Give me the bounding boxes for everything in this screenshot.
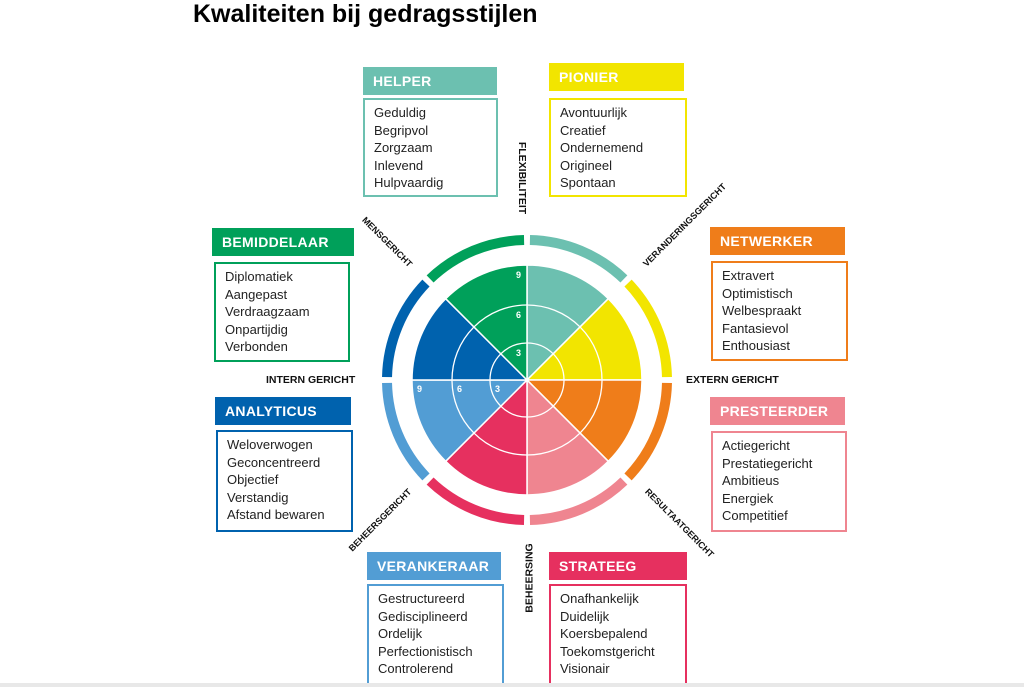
page-title: Kwaliteiten bij gedragsstijlen (193, 0, 538, 28)
quality-item: Afstand bewaren (227, 507, 325, 522)
axis-label-top: FLEXIBILITEIT (516, 141, 529, 215)
style-header-helper: HELPER (363, 67, 497, 95)
outer-ring-arc-strateeg (426, 477, 525, 525)
scale-label-horizontal: 3 (495, 384, 500, 394)
quality-item: Ordelijk (378, 626, 423, 641)
quality-item: Hulpvaardig (374, 175, 444, 190)
outer-ring-arc-netwerker (624, 382, 672, 481)
style-header-pionier: PIONIER (549, 63, 684, 91)
quality-item: Begripvol (374, 122, 429, 138)
wheel-segment-strateeg (444, 378, 528, 496)
wheel-segment-bemiddelaar (444, 264, 528, 382)
axis-label-left: INTERN GERICHT (266, 374, 356, 386)
quality-item: Inlevend (374, 157, 424, 173)
outer-ring-arc-bemiddelaar (426, 235, 525, 283)
axis-label-right: EXTERN GERICHT (686, 374, 779, 386)
style-header-analyticus: ANALYTICUS (215, 397, 351, 425)
wheel-segment-pionier (525, 297, 643, 381)
scale-label-horizontal: 9 (417, 384, 422, 394)
wheel-segment-netwerker (525, 379, 643, 463)
quality-item: Controlerend (378, 661, 454, 676)
scale-label-vertical: 6 (516, 310, 521, 320)
style-header-bemiddelaar: BEMIDDELAAR (212, 228, 354, 256)
scale-circle (489, 342, 565, 418)
scale-label-horizontal: 6 (457, 384, 462, 394)
quality-item: Ondernemend (560, 140, 644, 155)
quality-item: Enthousiast (722, 338, 790, 353)
quality-item: Visionair (560, 661, 610, 676)
bottom-scrollbar-area (0, 683, 1024, 687)
quality-item: Objectief (227, 472, 279, 487)
outer-ring-arc-analyticus (382, 279, 430, 378)
outer-ring-arc-pionier (624, 279, 672, 378)
quality-item: Welbespraakt (722, 303, 802, 318)
quality-item: Actiegericht (722, 438, 790, 453)
wheel-segment-helper (526, 264, 610, 382)
quality-item: Verbonden (225, 339, 288, 354)
quality-item: Gestructureerd (378, 591, 465, 606)
quality-item: Verstandig (227, 489, 289, 505)
quality-item: Extravert (722, 268, 775, 283)
quality-item: Geconcentreerd (227, 454, 321, 470)
outer-ring-arc-presteerder (529, 477, 628, 525)
quality-item: Onpartijdig (225, 321, 288, 337)
quality-item: Creatief (560, 122, 606, 138)
quality-item: Optimistisch (722, 285, 793, 301)
style-header-presteerder: PRESTEERDER (710, 397, 845, 425)
behavior-style-wheel: 3 3 6 6 9 9 (382, 235, 672, 525)
wheel-segment-analyticus (411, 297, 529, 381)
quality-item: Perfectionistisch (378, 643, 473, 659)
quality-item: Geduldig (374, 105, 427, 120)
quality-item: Onafhankelijk (560, 591, 639, 606)
scale-label-vertical: 3 (516, 348, 521, 358)
quality-item: Fantasievol (722, 320, 789, 336)
quality-item: Energiek (722, 490, 774, 506)
quality-item: Koersbepalend (560, 626, 648, 641)
wheel-segment-presteerder (526, 378, 610, 496)
wheel-segment-verankeraar (411, 379, 529, 463)
outer-ring-arc-helper (529, 235, 628, 283)
quality-item: Prestatiegericht (722, 455, 813, 471)
scale-circle (451, 304, 603, 456)
quality-item: Gedisciplineerd (378, 608, 468, 624)
quality-item: Diplomatiek (225, 269, 293, 284)
quality-item: Spontaan (560, 175, 616, 190)
quality-item: Toekomstgericht (560, 643, 655, 659)
quality-item: Aangepast (225, 286, 288, 302)
quality-item: Origineel (560, 157, 613, 173)
quality-item: Ambitieus (722, 473, 780, 488)
style-header-verankeraar: VERANKERAAR (367, 552, 501, 580)
quality-item: Duidelijk (560, 608, 610, 624)
quality-item: Verdraagzaam (225, 304, 310, 319)
axis-label-bottom: BEHEERSING (523, 543, 536, 613)
quality-item: Avontuurlijk (560, 105, 627, 120)
quality-item: Weloverwogen (227, 437, 313, 452)
quality-item: Zorgzaam (374, 140, 433, 155)
quality-item: Competitief (722, 508, 788, 523)
style-header-strateeg: STRATEEG (549, 552, 687, 580)
scale-label-vertical: 9 (516, 270, 521, 280)
style-header-netwerker: NETWERKER (710, 227, 845, 255)
outer-ring-arc-verankeraar (382, 382, 430, 481)
